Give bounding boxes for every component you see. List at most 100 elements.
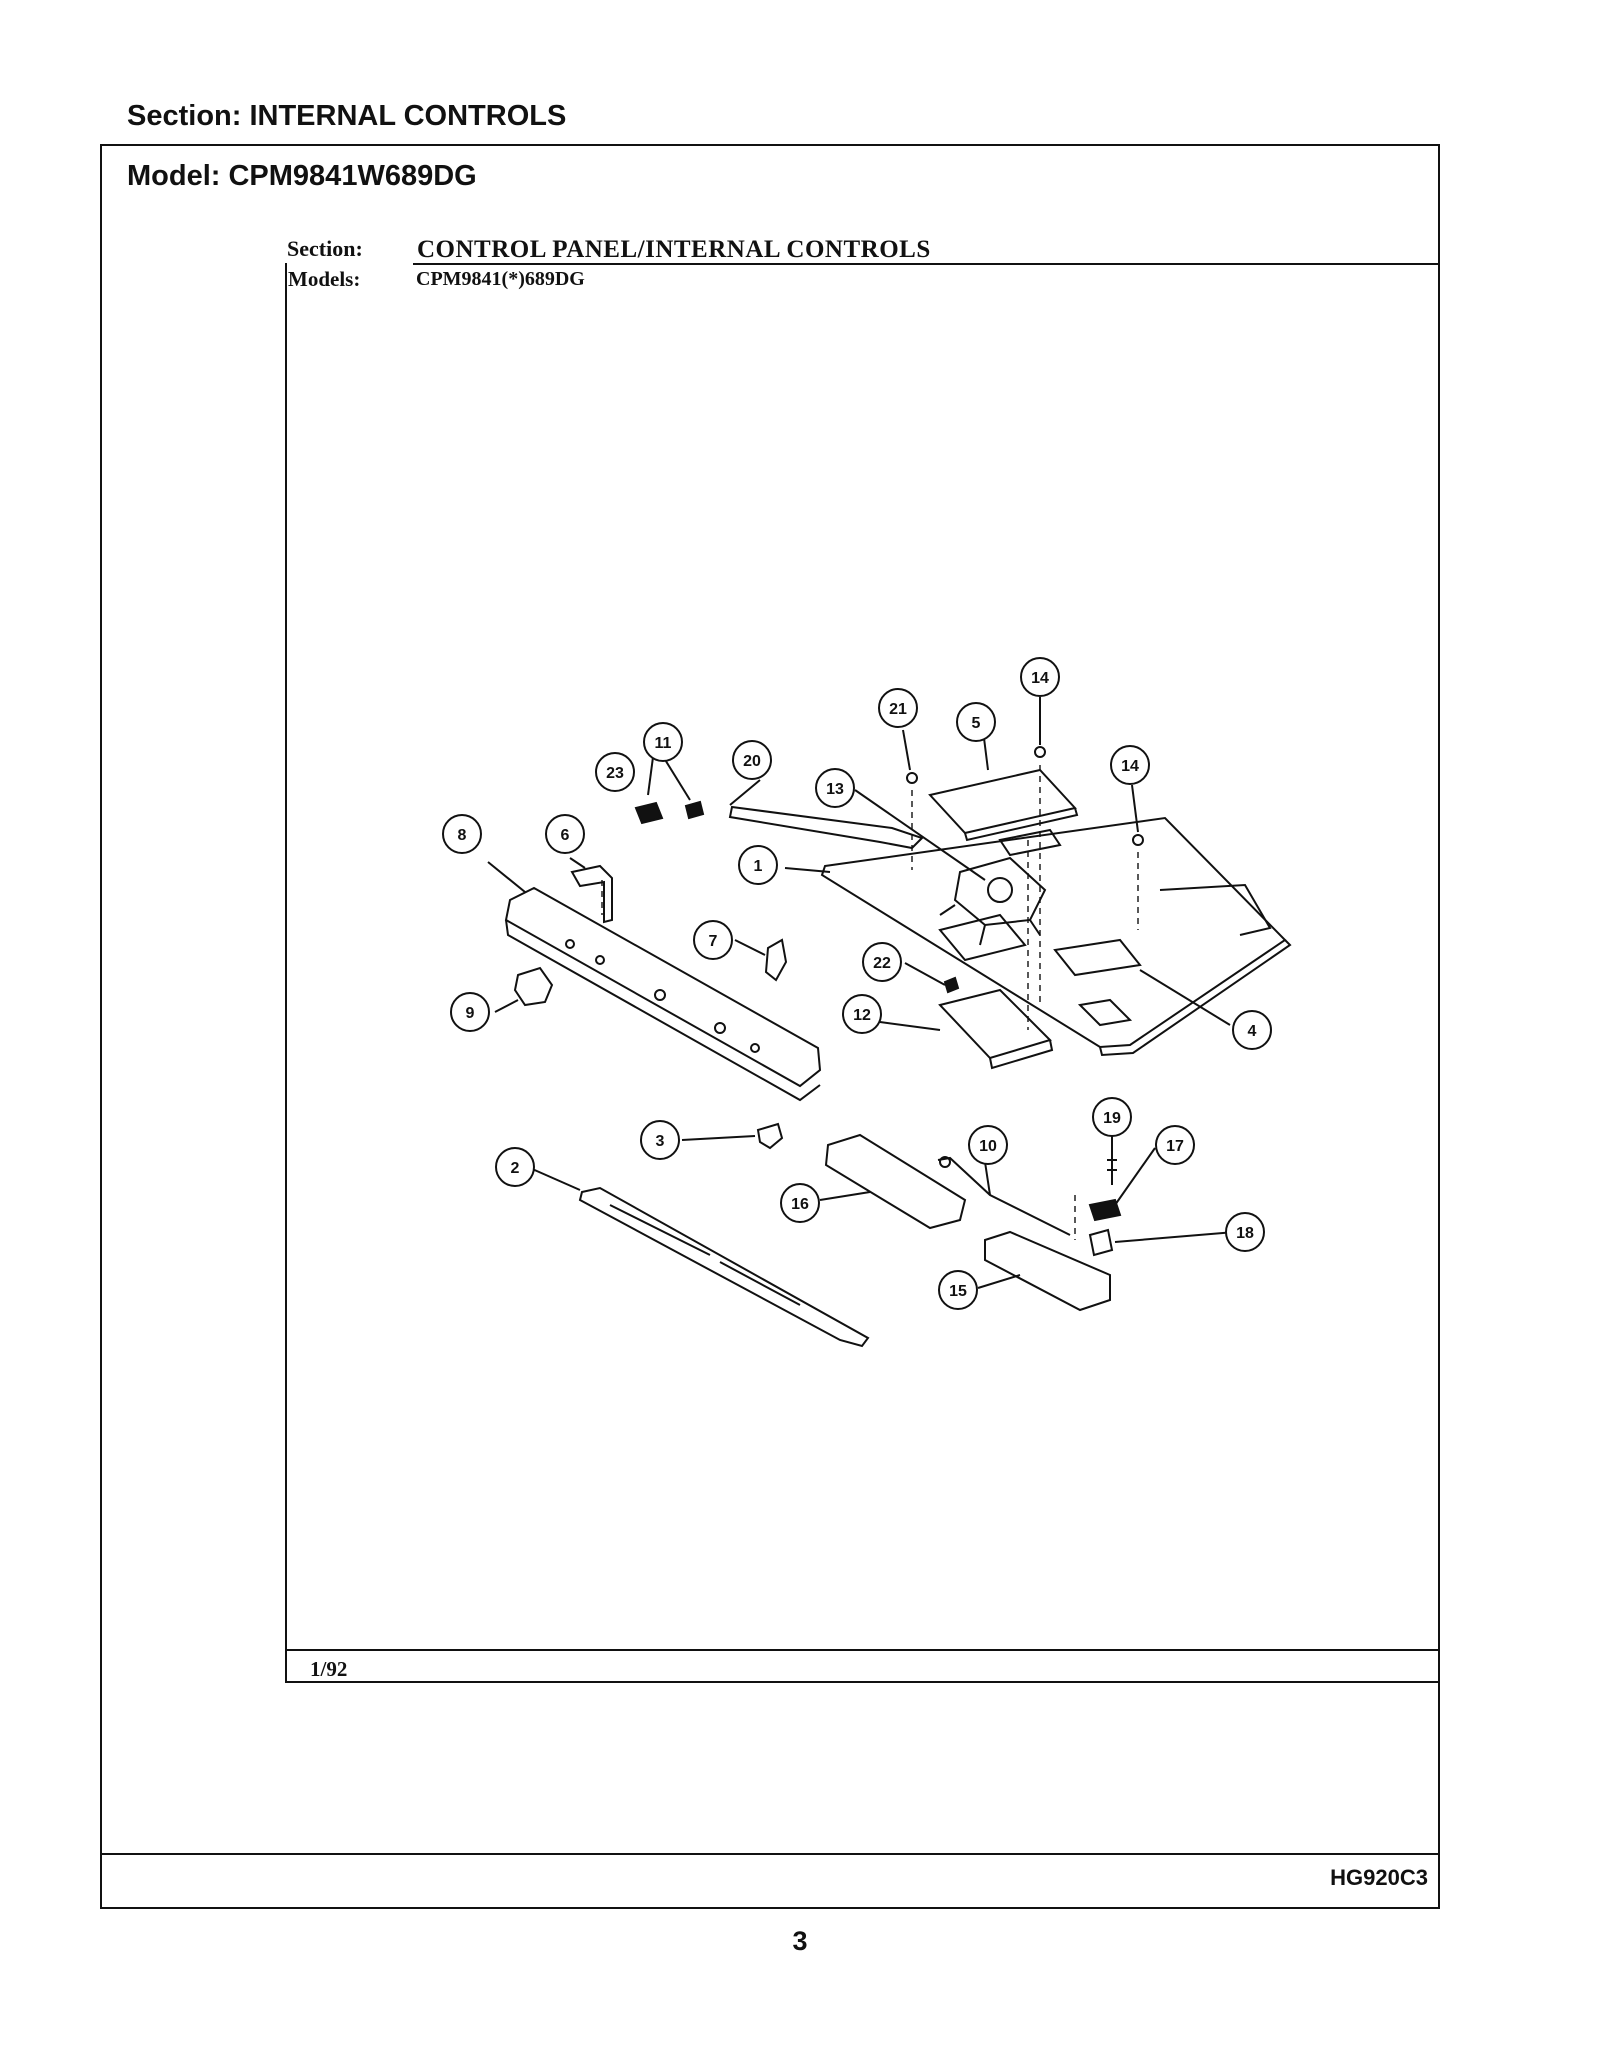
callout-number: 4 <box>1248 1023 1257 1040</box>
callout-number: 21 <box>889 701 907 718</box>
callout-circle <box>815 768 855 808</box>
model-heading: Model: CPM9841W689DG <box>127 160 477 192</box>
callout-number: 2 <box>511 1160 520 1177</box>
screw-21-part <box>906 772 918 784</box>
callout-circle <box>938 1270 978 1310</box>
leader-21 <box>902 729 911 771</box>
callout-circle <box>693 920 733 960</box>
leader-20 <box>729 779 761 806</box>
callout-number: 17 <box>1166 1138 1184 1155</box>
leader-4 <box>1139 969 1231 1026</box>
callout-number: 23 <box>606 765 624 782</box>
leader-5 <box>983 737 989 771</box>
leader-10 <box>984 1161 991 1196</box>
switch-assembly-hub <box>987 877 1013 903</box>
leader-9 <box>494 999 519 1013</box>
callout-circle <box>956 702 996 742</box>
bracket-12-part <box>938 988 1052 1060</box>
callout-number: 22 <box>873 955 891 972</box>
footer-rule <box>100 1853 1440 1855</box>
base-panel-cutout <box>1053 938 1142 977</box>
callout-number: 16 <box>791 1196 809 1213</box>
callout-number: 20 <box>743 753 761 770</box>
bracket-16-part <box>824 1133 967 1230</box>
callout-number: 1 <box>754 858 763 875</box>
callout-circle <box>862 942 902 982</box>
rail-hole <box>714 1022 726 1034</box>
leader-2 <box>529 1167 581 1191</box>
callout-number: 6 <box>561 827 570 844</box>
cover-plate-part <box>928 768 1077 835</box>
rod-part <box>728 805 924 850</box>
switch-17-part <box>1088 1198 1122 1222</box>
base-panel-edge <box>1099 939 1292 1057</box>
switch-assembly-leads <box>939 904 1041 946</box>
cover-plate-slot <box>998 828 1062 857</box>
bracket-6-part <box>570 864 613 924</box>
callout-circle <box>442 814 482 854</box>
control-rail-edge <box>505 919 821 1102</box>
clip-7-part <box>764 938 788 982</box>
callout-number: 19 <box>1103 1110 1121 1127</box>
inner-models-value: CPM9841(*)689DG <box>416 268 585 290</box>
screw-19-part <box>1107 1150 1117 1185</box>
inner-frame <box>285 263 1440 1683</box>
inner-models-label: Models: <box>288 267 361 291</box>
inner-models-line: Models: CPM9841(*)689DG <box>288 267 585 292</box>
insert-23-part <box>634 801 664 825</box>
callout-circle <box>1092 1097 1132 1137</box>
inner-section-line: Section: CONTROL PANEL/INTERNAL CONTROLS <box>287 236 930 263</box>
callout-circle <box>495 1147 535 1187</box>
callout-circle <box>732 740 772 780</box>
clip-3-part <box>756 1122 784 1150</box>
revision-date: 1/92 <box>310 1657 348 1681</box>
callout-number: 5 <box>972 715 981 732</box>
callout-circle <box>1110 745 1150 785</box>
control-rail-part <box>504 886 822 1088</box>
rail-hole <box>750 1043 760 1053</box>
callout-circle <box>1225 1212 1265 1252</box>
inner-section-label: Section: <box>287 236 363 261</box>
base-panel-tab <box>1077 998 1133 1027</box>
callout-circle <box>545 814 585 854</box>
switch-bracket <box>938 913 1027 962</box>
callout-number: 14 <box>1031 670 1049 687</box>
rail-hole <box>565 939 575 949</box>
callout-number: 3 <box>656 1133 665 1150</box>
bracket-12-edge <box>989 1039 1054 1070</box>
callout-number: 9 <box>466 1005 475 1022</box>
wire-10-part <box>937 1156 1071 1236</box>
callout-number: 14 <box>1121 758 1139 775</box>
bracket-15-part <box>984 1230 1111 1312</box>
leader-12 <box>879 1021 941 1031</box>
long-rail-part <box>578 1186 870 1348</box>
cover-plate-edge <box>964 807 1079 842</box>
callout-number: 7 <box>709 933 718 950</box>
leader-15 <box>977 1274 1021 1289</box>
bracket-18-part <box>1088 1228 1114 1257</box>
screw-14a-part <box>1034 746 1046 758</box>
insert-11-part <box>684 800 705 820</box>
leader-6 <box>569 857 586 869</box>
leader-lines <box>487 697 1236 1289</box>
callout-circle <box>842 994 882 1034</box>
callout-number: 11 <box>655 735 672 752</box>
callout-circle <box>1155 1125 1195 1165</box>
rail-hole <box>595 955 605 965</box>
leader-8 <box>487 861 526 893</box>
callout-circle <box>1232 1010 1272 1050</box>
long-rail-slots <box>609 1204 801 1306</box>
leader-13 <box>854 789 986 881</box>
callout-circle <box>878 688 918 728</box>
callout-number: 13 <box>826 781 844 798</box>
rail-hole <box>654 989 666 1001</box>
leader-3 <box>681 1135 756 1141</box>
callout-number: 10 <box>979 1138 997 1155</box>
callout-number: 15 <box>949 1283 967 1300</box>
callout-circle <box>643 722 683 762</box>
inner-header-rule <box>413 263 1440 265</box>
callout-circle <box>968 1125 1008 1165</box>
callout-number: 8 <box>458 827 467 844</box>
